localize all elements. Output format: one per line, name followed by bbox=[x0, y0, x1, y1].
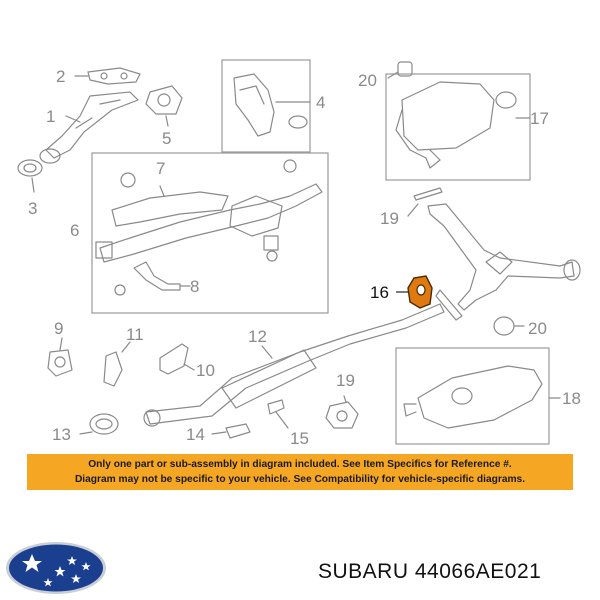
part-bracket-11 bbox=[103, 341, 131, 387]
part-heat-cover-4 bbox=[233, 73, 311, 137]
callout-20-right: 20 bbox=[528, 319, 547, 338]
callout-19-top: 19 bbox=[380, 209, 399, 228]
part-insulator-16-highlighted bbox=[396, 275, 433, 309]
part-number-title: SUBARU 44066AE021 bbox=[318, 560, 542, 583]
callout-17: 17 bbox=[530, 109, 549, 128]
part-bolt-15 bbox=[267, 399, 289, 429]
group-box-18 bbox=[395, 347, 550, 445]
part-gasket-5 bbox=[145, 85, 183, 127]
notice-line-2: Diagram may not be specific to your vehi… bbox=[74, 474, 526, 485]
callout-15: 15 bbox=[290, 429, 309, 448]
part-bracket-8 bbox=[133, 261, 191, 291]
part-ring-13 bbox=[79, 413, 119, 435]
callout-7: 7 bbox=[156, 159, 165, 178]
callout-5: 5 bbox=[162, 129, 171, 148]
part-gasket-19-lower bbox=[325, 395, 359, 429]
callout-1: 1 bbox=[46, 107, 55, 126]
part-gasket-3 bbox=[17, 159, 43, 193]
compatibility-notice: Only one part or sub-assembly in diagram… bbox=[27, 454, 573, 490]
part-mount-20-right bbox=[493, 316, 525, 336]
part-gasket-2 bbox=[74, 67, 141, 85]
part-front-pipe-1 bbox=[39, 91, 139, 164]
callout-16: 16 bbox=[370, 283, 389, 302]
callout-8: 8 bbox=[190, 277, 199, 296]
part-resonator-pipe-12 bbox=[143, 303, 445, 427]
callout-11: 11 bbox=[126, 325, 144, 344]
callout-2: 2 bbox=[56, 67, 65, 86]
callout-3: 3 bbox=[28, 199, 37, 218]
part-gasket-9 bbox=[47, 337, 73, 377]
part-mount-20-top bbox=[387, 61, 413, 79]
callout-9: 9 bbox=[54, 319, 63, 338]
part-bracket-10 bbox=[159, 343, 195, 375]
part-hanger-19-top bbox=[407, 187, 443, 217]
callout-4: 4 bbox=[316, 93, 325, 112]
callout-10: 10 bbox=[196, 361, 215, 380]
group-box-6 bbox=[91, 152, 329, 314]
part-spring-14 bbox=[211, 423, 251, 439]
subaru-logo bbox=[6, 542, 106, 594]
notice-line-1: Only one part or sub-assembly in diagram… bbox=[88, 459, 512, 470]
callout-13: 13 bbox=[52, 425, 71, 444]
exhaust-parts-diagram: 2 1 3 5 4 7 6 8 20 17 19 16 20 9 11 12 1… bbox=[17, 59, 581, 448]
part-muffler-18 bbox=[403, 365, 561, 429]
group-box-4 bbox=[221, 59, 311, 153]
group-box-17 bbox=[385, 73, 531, 181]
callout-19-lower: 19 bbox=[336, 371, 355, 390]
callout-6: 6 bbox=[70, 221, 79, 240]
callout-18: 18 bbox=[562, 389, 581, 408]
part-y-pipe bbox=[427, 203, 581, 321]
callout-12: 12 bbox=[248, 327, 267, 346]
part-muffler-17 bbox=[395, 81, 531, 169]
callout-14: 14 bbox=[186, 425, 205, 444]
callout-20-top: 20 bbox=[358, 71, 377, 90]
part-center-pipe-6 bbox=[95, 159, 323, 296]
